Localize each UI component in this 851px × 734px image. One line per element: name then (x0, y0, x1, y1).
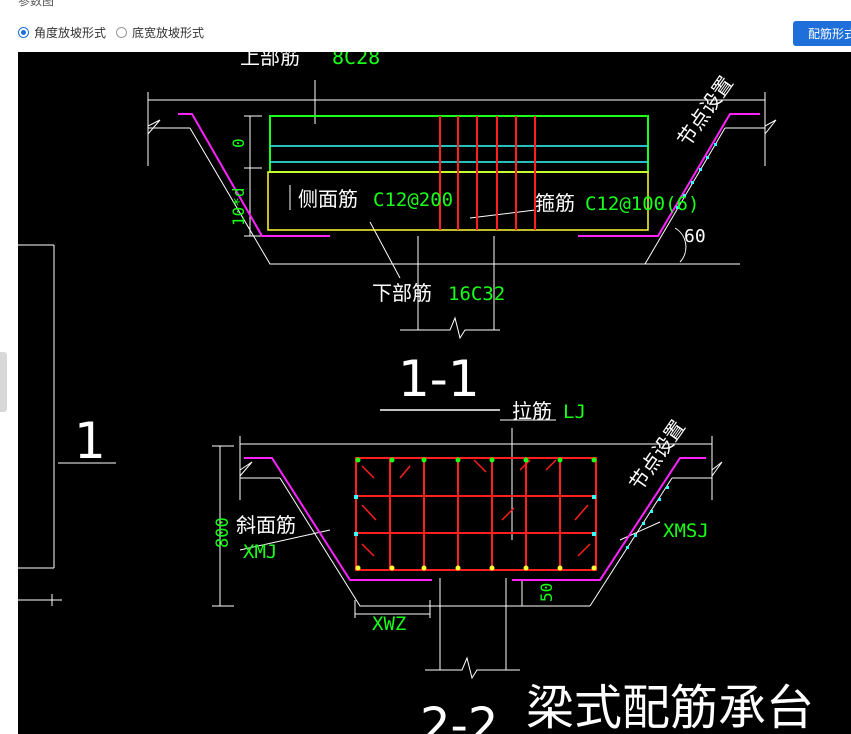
tie-hooks (361, 459, 591, 557)
section-1-1-group: 上部筋 8C28 0 10*d 侧面筋 C12@200 箍筋 C12@100(6… (147, 52, 777, 340)
section-1-1-node-dots (676, 143, 717, 209)
xmj-label: XMJ (243, 541, 277, 563)
radio-angle-slope-label: 角度放坡形式 (34, 26, 107, 40)
side-bar-value: C12@200 (373, 189, 453, 211)
stirrup-label: 箍筋 (535, 191, 575, 215)
bottom-bar-value: 16C32 (448, 283, 505, 305)
anchor-length-label: 10*d (229, 187, 248, 226)
cad-drawing: 上部筋 8C28 0 10*d 侧面筋 C12@200 箍筋 C12@100(6… (18, 52, 814, 734)
section-title-1: 1 (74, 412, 106, 470)
tie-cage (355, 457, 597, 571)
side-bar-label: 侧面筋 (298, 187, 358, 211)
height-800-label: 800 (213, 517, 233, 548)
node-setting-label-2[interactable]: 节点设置 (624, 416, 690, 495)
section-2-2-magenta-bars (244, 457, 706, 581)
tie-cage-grid (356, 458, 596, 570)
node-setting-label-1[interactable]: 节点设置 (672, 72, 738, 151)
section-title-2-2: 2-2 (420, 698, 498, 734)
scroll-handle[interactable] (0, 352, 7, 412)
cover-zero-label: 0 (229, 138, 248, 148)
section-2-2-group: 拉筋 LJ 节点设置 800 斜面筋 XMJ XMSJ 50 XWZ (212, 399, 723, 680)
bottom-corner-dots (355, 565, 597, 571)
radio-selected-icon (18, 27, 29, 38)
radio-unselected-icon (116, 27, 128, 38)
reinforcement-form-button[interactable]: 配筋形式 (793, 21, 851, 46)
stirrup-value: C12@100(6) (585, 193, 699, 215)
section-2-2-outline (212, 419, 723, 680)
bottom-bar-label: 下部筋 (372, 281, 432, 305)
section-title-1-1: 1-1 (398, 350, 480, 408)
xwz-label: XWZ (372, 613, 406, 635)
left-partial-section (18, 244, 116, 606)
left-scroll-strip (0, 52, 18, 734)
radio-bottom-width-slope[interactable]: 底宽放坡形式 (116, 24, 204, 41)
cad-drawing-canvas: 上部筋 8C28 0 10*d 侧面筋 C12@200 箍筋 C12@100(6… (18, 52, 851, 734)
panel-title: 参数图 (18, 0, 55, 8)
drawing-main-title: 梁式配筋承台 (526, 680, 814, 734)
stirrups (439, 116, 536, 230)
top-toolbar: 参数图 角度放坡形式 底宽放坡形式 配筋形式 (0, 0, 851, 52)
cover-50-label: 50 (537, 583, 556, 602)
slope-bar-label: 斜面筋 (236, 513, 296, 537)
xmsj-label: XMSJ (663, 520, 709, 542)
tie-bar-label: 拉筋 (512, 399, 552, 423)
mode-radio-group: 角度放坡形式 底宽放坡形式 (18, 24, 214, 41)
top-corner-dots (355, 457, 597, 463)
top-bar-label: 上部筋 (240, 52, 300, 69)
radio-bottom-width-slope-label: 底宽放坡形式 (132, 26, 205, 40)
tie-bar-value: LJ (563, 401, 586, 423)
radio-angle-slope[interactable]: 角度放坡形式 (18, 24, 106, 41)
top-bar-value: 8C28 (332, 52, 380, 69)
side-cyan-dots (354, 486, 669, 549)
slope-angle-label: 60 (684, 226, 706, 247)
section-1-1-magenta-bars (178, 113, 760, 237)
